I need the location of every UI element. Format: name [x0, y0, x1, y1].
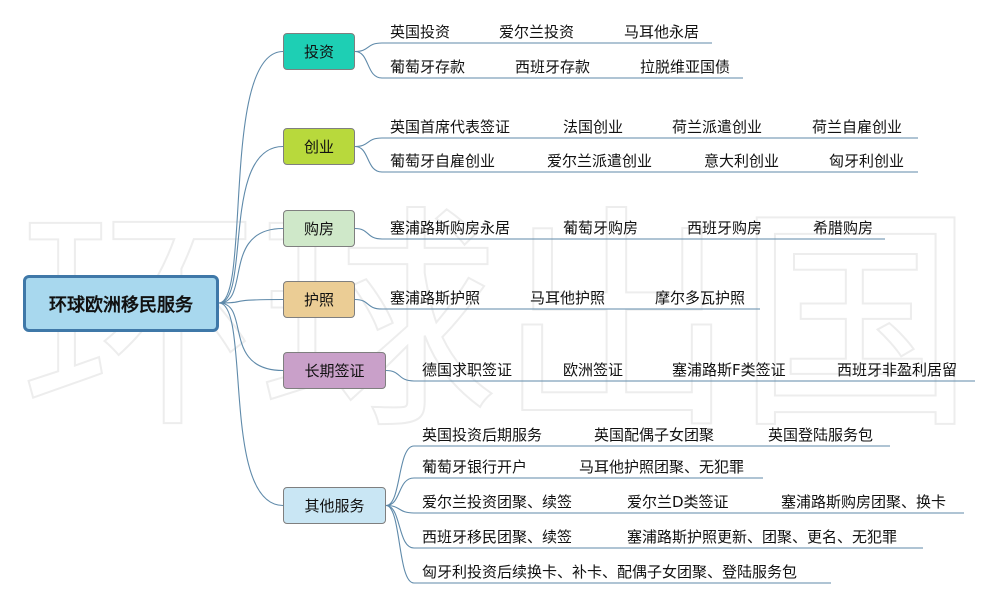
leaf-item: 西班牙非盈利居留 — [837, 361, 958, 379]
leaf-item: 英国首席代表签证 — [390, 118, 511, 136]
category-branch-line — [385, 504, 415, 549]
category-branch-line — [354, 50, 383, 79]
leaf-item: 塞浦路斯F类签证 — [672, 361, 786, 379]
leaf-item: 葡萄牙购房 — [563, 219, 639, 237]
leaf-item: 马耳他永居 — [624, 23, 700, 41]
leaf-item: 西班牙移民团聚、续签 — [422, 528, 573, 546]
leaf-item: 匈牙利创业 — [829, 152, 905, 170]
category-node: 护照 — [283, 281, 355, 318]
root-branch-line — [218, 298, 284, 304]
leaf-item: 葡萄牙存款 — [390, 58, 466, 76]
leaf-item: 爱尔兰D类签证 — [627, 493, 729, 511]
leaf-item: 葡萄牙银行开户 — [422, 458, 528, 476]
category-branch-line — [385, 445, 415, 507]
category-branch-line — [354, 298, 383, 310]
category-node: 投资 — [283, 33, 355, 70]
root-label: 环球欧洲移民服务 — [49, 294, 193, 316]
leaf-item: 匈牙利投资后续换卡、补卡、配偶子女团聚、登陆服务包 — [422, 563, 798, 581]
category-label: 护照 — [303, 291, 334, 309]
leaf-item: 爱尔兰投资 — [499, 23, 575, 41]
leaf-item: 欧洲签证 — [563, 361, 624, 379]
leaf-item: 荷兰自雇创业 — [812, 118, 903, 136]
leaf-item: 爱尔兰派遣创业 — [547, 152, 653, 170]
root-branch-line — [218, 302, 284, 507]
leaf-item: 爱尔兰投资团聚、续签 — [422, 493, 573, 511]
leaf-item: 摩尔多瓦护照 — [655, 289, 746, 307]
leaf-item: 拉脱维亚国债 — [640, 58, 731, 76]
leaf-item: 英国投资 — [390, 23, 451, 41]
leaf-item: 塞浦路斯护照更新、团聚、更名、无犯罪 — [627, 528, 898, 546]
category-branch-line — [385, 477, 415, 507]
leaf-item: 马耳他护照 — [530, 289, 606, 307]
leaf-item: 西班牙存款 — [515, 58, 591, 76]
leaf-item: 英国投资后期服务 — [422, 426, 543, 444]
category-branch-line — [354, 42, 383, 53]
leaf-item: 塞浦路斯购房团聚、换卡 — [781, 493, 947, 511]
category-node: 创业 — [283, 128, 355, 165]
leaf-item: 葡萄牙自雇创业 — [390, 152, 496, 170]
leaf-item: 西班牙购房 — [687, 219, 763, 237]
category-node: 其他服务 — [283, 487, 386, 524]
category-node: 长期签证 — [283, 352, 386, 389]
leaf-item: 塞浦路斯护照 — [390, 289, 481, 307]
root-branch-line — [218, 227, 284, 304]
root-branch-line — [218, 302, 284, 372]
root-node: 环球欧洲移民服务 — [23, 275, 219, 332]
category-label: 购房 — [303, 220, 334, 238]
leaf-item: 英国配偶子女团聚 — [594, 426, 715, 444]
leaf-item: 希腊购房 — [813, 219, 874, 237]
category-branch-line — [385, 369, 415, 382]
category-label: 创业 — [303, 138, 334, 156]
leaf-item: 德国求职签证 — [422, 361, 513, 379]
category-label: 投资 — [303, 43, 334, 61]
leaf-item: 马耳他护照团聚、无犯罪 — [579, 458, 745, 476]
leaf-item: 意大利创业 — [704, 152, 780, 170]
leaf-item: 英国登陆服务包 — [768, 426, 874, 444]
leaf-item: 塞浦路斯购房永居 — [390, 219, 511, 237]
category-label: 长期签证 — [304, 362, 365, 380]
root-branch-line — [218, 50, 284, 304]
category-label: 其他服务 — [304, 497, 365, 515]
category-branch-line — [354, 227, 383, 240]
category-branch-line — [354, 137, 383, 148]
root-branch-line — [218, 145, 284, 304]
leaf-item: 荷兰派遣创业 — [672, 118, 763, 136]
category-branch-line — [385, 504, 415, 584]
category-branch-line — [354, 145, 383, 173]
leaf-item: 法国创业 — [563, 118, 624, 136]
category-node: 购房 — [283, 210, 355, 247]
